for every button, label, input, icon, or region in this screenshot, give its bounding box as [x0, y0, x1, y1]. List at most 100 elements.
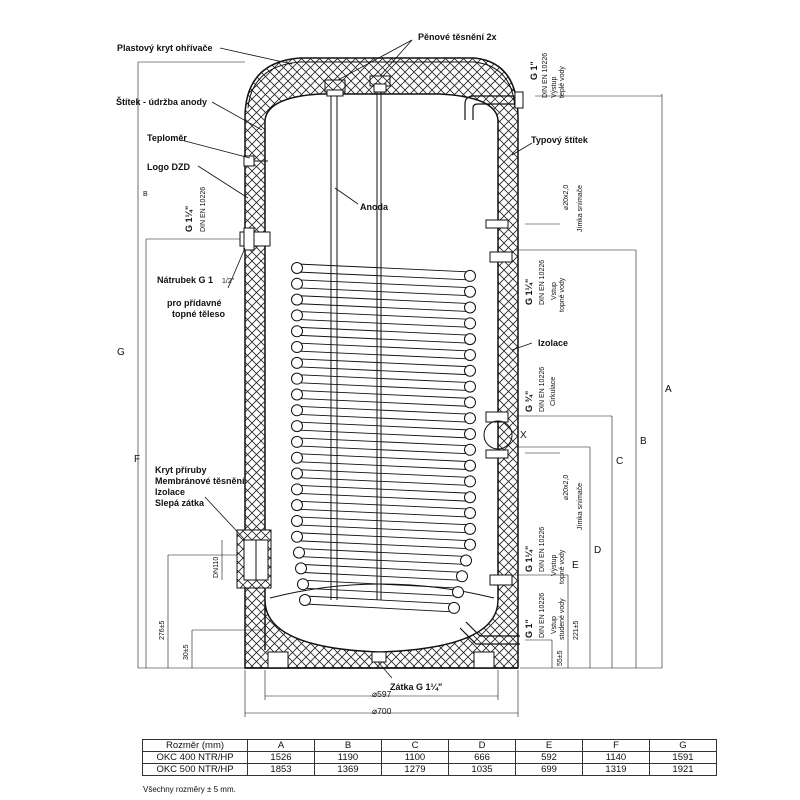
label-stitek-udrzba: Štítek - údržba anody [116, 96, 207, 107]
label-plastovy-kryt: Plastový kryt ohřívače [117, 43, 213, 53]
coil-turn [456, 570, 468, 583]
table-cell: 1100 [381, 751, 449, 764]
table-header-cell: F [582, 739, 650, 752]
coil-turn [464, 459, 476, 472]
coil-segment [296, 500, 471, 518]
coil-turn [291, 293, 303, 306]
table-cell: OKC 400 NTR/HP [142, 751, 248, 764]
coil-turn [291, 356, 303, 369]
table-header-cell: A [247, 739, 315, 752]
coil-turn [464, 317, 476, 330]
dim-A: A [665, 384, 672, 395]
table-header-cell: Rozměr (mm) [142, 739, 248, 752]
coil-turn [291, 309, 303, 322]
label-d20-2: ⌀20x2,0 [563, 475, 570, 500]
label-vystup-topne-2: topné vody [559, 549, 566, 584]
label-vstup-topne-1: Vstup [551, 282, 558, 300]
coil-turn [464, 269, 476, 282]
sensor-sleeve-upper [485, 219, 509, 229]
table-cell: 699 [515, 763, 583, 776]
coil-turn [464, 301, 476, 314]
label-natrubek-1: Nátrubek G 1 [157, 275, 213, 285]
label-typovy-stitek: Typový štítek [531, 135, 589, 145]
coil-turn [295, 562, 307, 575]
plastic-cover [247, 61, 516, 109]
label-anoda: Anoda [360, 202, 389, 212]
table-cell: 666 [448, 751, 516, 764]
coil-segment [296, 532, 471, 550]
coil-segment [296, 279, 471, 297]
coil-turn [291, 483, 303, 496]
coil-turn [297, 578, 309, 591]
heating-coil [291, 262, 476, 614]
label-natrubek-frac: 1/2" [222, 278, 235, 285]
coil-segment [296, 310, 471, 328]
label-izolace-left: Izolace [155, 487, 185, 497]
coil-segment [296, 326, 471, 344]
coil-segment [296, 390, 471, 407]
label-g114-r1: G 1¼" [524, 279, 534, 305]
dim-B: B [640, 436, 647, 447]
drain-plug [371, 651, 387, 663]
dim-D: D [594, 545, 601, 556]
coil-segment [296, 453, 471, 471]
coil-turn [460, 554, 472, 567]
coil-turn [464, 333, 476, 346]
label-membranove: Membránové těsnění [155, 476, 245, 486]
dimension-table: Rozměr (mm) A B C D E F G OKC 400 NTR/HP… [142, 739, 717, 776]
coil-turn [464, 538, 476, 551]
coil-turn [293, 546, 305, 559]
boiler-technical-drawing: Plastový kryt ohřívače Pěnové těsnění 2x… [116, 32, 672, 717]
dim-C: C [616, 456, 623, 467]
coil-turn [291, 435, 303, 448]
label-g1-top: G 1" [529, 61, 539, 80]
table-cell: 1190 [314, 751, 382, 764]
table-cell: 1526 [247, 751, 315, 764]
dim-276: 276±5 [159, 620, 166, 640]
coil-turn [464, 428, 476, 440]
label-g1-bot: G 1" [524, 619, 534, 638]
coil-turn [448, 601, 460, 614]
dim-d700: ⌀700 [372, 706, 392, 716]
heating-inlet-stub [489, 251, 513, 263]
coil-segment [304, 595, 455, 613]
coil-turn [464, 507, 476, 520]
foot-right [473, 651, 495, 669]
tolerance-note: Všechny rozměry ± 5 mm. [143, 785, 236, 794]
table-header-row: Rozměr (mm) A B C D E F G [142, 739, 717, 752]
coil-segment [300, 563, 463, 581]
label-jimka-2: Jímka snímače [577, 483, 584, 530]
dim-E: E [572, 560, 579, 571]
coil-turn [299, 594, 311, 606]
label-vstup-studene-1: Vstup [551, 616, 558, 634]
label-din-r1: DIN EN 10226 [539, 260, 546, 305]
label-b-small: B [143, 191, 148, 198]
coil-turn [291, 277, 303, 290]
foot-left [267, 651, 289, 669]
coil-turn [291, 420, 303, 433]
label-din-bot: DIN EN 10226 [539, 593, 546, 638]
detail-x-circle [483, 420, 513, 450]
coil-segment [296, 358, 471, 376]
dim-221: 221±5 [573, 620, 580, 640]
table-header-cell: B [314, 739, 382, 752]
coil-turn [464, 443, 476, 456]
coil-segment [296, 421, 471, 439]
label-x: X [520, 430, 527, 441]
label-teplomer: Teploměr [147, 133, 187, 143]
label-d20-1: ⌀20x2,0 [563, 185, 570, 210]
coil-turn [291, 341, 303, 354]
coil-segment [296, 437, 471, 455]
table-cell: 1319 [582, 763, 650, 776]
label-vystup-teple-1: Výstup [551, 76, 558, 98]
coil-turn [464, 285, 476, 298]
table-cell: 592 [515, 751, 583, 764]
circulation-stub [485, 411, 509, 423]
dim-30: 30±5 [183, 644, 190, 660]
label-cirkulace: Cirkulace [550, 377, 557, 406]
label-g34: G ¾" [524, 391, 534, 412]
table-cell: 1853 [247, 763, 315, 776]
dim-F: F [134, 454, 140, 465]
label-din-r3: DIN EN 10226 [539, 527, 546, 572]
cold-water-inlet-pipe [459, 627, 520, 645]
